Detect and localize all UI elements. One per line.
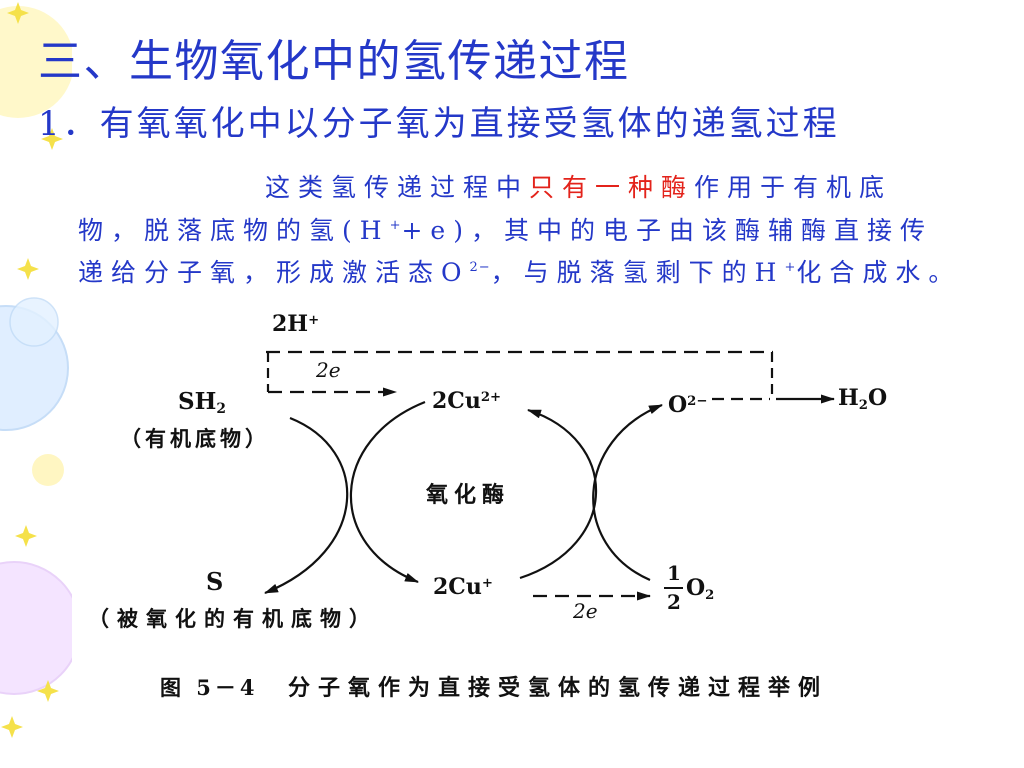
copper-reoxidation-curve xyxy=(519,408,598,580)
figure-number: 图 5－4 xyxy=(160,675,259,700)
star-icon xyxy=(7,2,29,24)
decor-bubble xyxy=(9,297,59,347)
star-icon xyxy=(1,716,23,738)
substrate-text: SH xyxy=(178,388,217,415)
paragraph-line-1: 这类氢传递过程中只有一种酶作用于有机底 xyxy=(265,172,892,204)
enzyme-label: 氧化酶 xyxy=(426,482,511,508)
copper-reduction-curve xyxy=(349,400,426,584)
water-text: H xyxy=(838,385,859,411)
cuprous-text: 2Cu xyxy=(433,574,482,600)
oxygen-reduction-curve xyxy=(592,403,663,582)
electron-label-bottom: 2e xyxy=(573,599,598,623)
oxide-ion-label: O2− xyxy=(668,394,707,416)
star-icon xyxy=(41,128,63,150)
highlight-text: 只有一种酶 xyxy=(529,173,695,202)
decor-bubble xyxy=(0,6,72,118)
substrate-oxidation-curve xyxy=(264,416,349,595)
fraction-denominator: 2 xyxy=(667,590,681,614)
cupric-label: 2Cu2+ xyxy=(432,390,501,412)
slide-title: 三、生物氧化中的氢传递过程 xyxy=(38,36,630,87)
oxidized-substrate-label: S xyxy=(206,567,224,596)
oxygen-sub: 2 xyxy=(705,587,715,603)
decor-bubble xyxy=(32,454,64,486)
fraction-numerator: 1 xyxy=(667,561,681,585)
water-sub: 2 xyxy=(858,397,868,413)
superscript: + xyxy=(389,218,402,233)
oxide-ion-sup: 2− xyxy=(687,393,708,409)
paragraph-text: 递给分子氧，形成激活态O xyxy=(78,258,470,287)
decor-bubble xyxy=(0,561,72,695)
cuprous-sup: + xyxy=(481,575,493,591)
paragraph-text: 这类氢传递过程中 xyxy=(265,173,530,202)
star-icon xyxy=(37,680,59,702)
substrate-sub: 2 xyxy=(216,401,226,418)
star-icon xyxy=(15,525,37,547)
star-icon xyxy=(17,258,39,280)
paragraph-line-3: 递给分子氧，形成激活态O2−，与脱落氢剩下的H+化合成水。 xyxy=(78,257,961,294)
superscript: 2− xyxy=(469,260,491,275)
oxidized-substrate-note: （被氧化的有机底物） xyxy=(88,606,378,631)
paragraph-text: ，与脱落氢剩下的H xyxy=(490,258,785,287)
decor-strip xyxy=(0,2,72,738)
electron-label-top: 2e xyxy=(316,358,341,382)
proton-label-text: 2H xyxy=(272,311,309,337)
water-label: H2O xyxy=(838,385,888,412)
cuprous-label: 2Cu+ xyxy=(433,576,493,598)
paragraph-text: 物，脱落底物的氢(H xyxy=(78,216,390,245)
oxygen-text: O xyxy=(686,575,706,601)
paragraph-text: 化合成水。 xyxy=(796,258,962,287)
oxygen-label: O2 xyxy=(686,575,714,602)
paragraph-text: +e)，其中的电子由该酶辅酶直接传 xyxy=(401,216,933,245)
superscript: + xyxy=(784,260,797,275)
oxide-ion-text: O xyxy=(668,392,688,418)
substrate-note: （有机底物） xyxy=(120,426,270,451)
water-tail: O xyxy=(867,385,888,411)
proton-label-sup: + xyxy=(308,312,320,328)
substrate-label: SH2 xyxy=(178,388,226,416)
paragraph-line-2: 物，脱落底物的氢(H++e)，其中的电子由该酶辅酶直接传 xyxy=(78,215,933,252)
cupric-text: 2Cu xyxy=(432,388,481,414)
slide-subtitle: 1．有氧氧化中以分子氧为直接受氢体的递氢过程 xyxy=(38,104,840,144)
proton-label: 2H+ xyxy=(272,313,319,335)
paragraph-text: 作用于有机底 xyxy=(694,173,893,202)
figure-caption: 分子氧作为直接受氢体的氢传递过程举例 xyxy=(288,675,829,701)
cupric-sup: 2+ xyxy=(480,389,502,405)
